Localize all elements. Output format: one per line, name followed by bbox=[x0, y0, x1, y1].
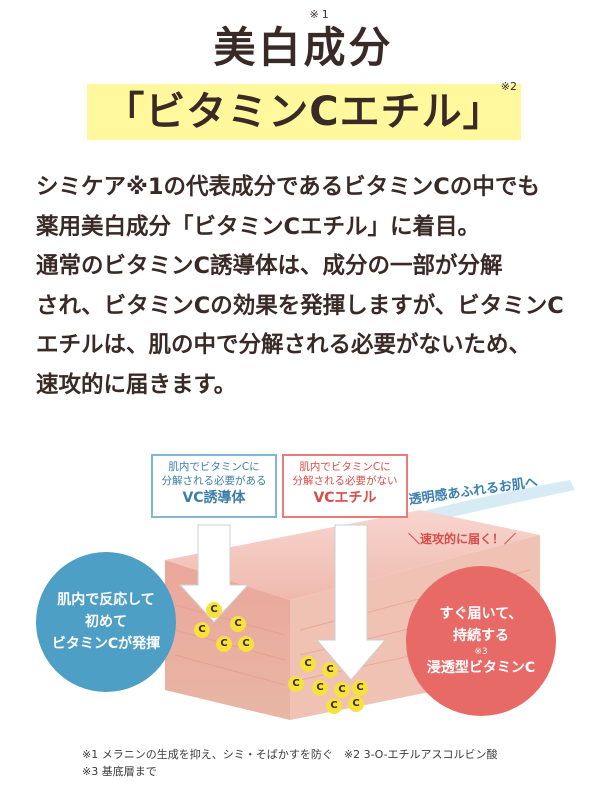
body-text: シミケア※1の代表成分であるビタミンCの中でも 薬用美白成分「ビタミンCエチル」… bbox=[36, 168, 581, 405]
label-vc-derivative: 肌内でビタミンCに 分解される必要がある VC誘導体 bbox=[151, 454, 277, 518]
arrow-left bbox=[178, 524, 250, 623]
vitamin-c-particle: C bbox=[288, 676, 304, 692]
title-line2: 「ビタミンCエチル」 bbox=[104, 89, 504, 135]
title-block: 美白成分 ※1 bbox=[0, 8, 607, 75]
vitamin-c-particle: C bbox=[312, 680, 328, 696]
label-left-main: VC誘導体 bbox=[182, 490, 246, 506]
circle-left-line2: 初めて bbox=[85, 614, 127, 630]
circle-right-line3: 浸透型ビタミンC bbox=[426, 660, 536, 676]
footnotes: ※1 メラニンの生成を抑え、シミ・そばかすを防ぐ ※2 3-O-エチルアスコルビ… bbox=[82, 746, 498, 780]
vitamin-c-particle: C bbox=[348, 696, 364, 712]
label-right-line2: 分解される必要がない bbox=[292, 475, 398, 487]
circle-left-line1: 肌内で反応して bbox=[57, 592, 155, 608]
body-line: され、ビタミンCの効果を発揮しますが、ビタミンC bbox=[36, 292, 564, 319]
label-vc-ethyl: 肌内でビタミンCに 分解される必要がない VCエチル bbox=[282, 454, 408, 518]
vitamin-c-particle: C bbox=[194, 622, 210, 638]
footnote-line2: ※3 基底層まで bbox=[82, 765, 157, 778]
label-left-line2: 分解される必要がある bbox=[161, 475, 267, 487]
body-line: 薬用美白成分「ビタミンCエチル」に着目。 bbox=[36, 213, 481, 240]
body-line: エチルは、肌の中で分解される必要がないため、 bbox=[36, 332, 532, 358]
vitamin-c-particle: C bbox=[322, 662, 338, 678]
vitamin-c-particle: C bbox=[206, 602, 222, 618]
body-line: シミケア※1の代表成分であるビタミンCの中でも bbox=[36, 174, 540, 200]
circle-right-line2: 持続する bbox=[453, 628, 509, 644]
body-line: 速攻的に届きます。 bbox=[36, 371, 237, 398]
vitamin-c-particle: C bbox=[334, 682, 350, 698]
circle-left-line3: ビタミンCが発揮 bbox=[51, 636, 161, 652]
title-line1-text: 美白成分 bbox=[213, 23, 394, 72]
vitamin-c-particle: C bbox=[300, 656, 316, 672]
title-highlight: 「ビタミンCエチル」 ※2 bbox=[87, 80, 521, 140]
label-right-main: VCエチル bbox=[313, 490, 377, 506]
title-line1-note: ※1 bbox=[309, 8, 332, 21]
circle-ethyl-info: すぐ届いて、 持続する ※3 浸透型ビタミンC bbox=[406, 566, 556, 716]
footnote-line1: ※1 メラニンの生成を抑え、シミ・そばかすを防ぐ ※2 3-O-エチルアスコルビ… bbox=[82, 748, 498, 761]
title-line2-note: ※2 bbox=[500, 80, 517, 93]
arrow-right bbox=[315, 524, 387, 681]
skin-illustration: 肌内でビタミンCに 分解される必要がある VC誘導体 肌内でビタミンCに 分解さ… bbox=[30, 440, 580, 730]
vitamin-c-particle: C bbox=[230, 616, 246, 632]
circle-right-line1: すぐ届いて、 bbox=[439, 606, 523, 622]
vitamin-c-particle: C bbox=[238, 636, 254, 652]
circle-right-note: ※3 bbox=[474, 647, 488, 657]
label-right-line1: 肌内でビタミンCに bbox=[299, 461, 391, 473]
tagline-fast-delivery: ＼速攻的に届く！／ bbox=[408, 532, 517, 546]
vitamin-c-particle: C bbox=[216, 636, 232, 652]
body-line: 通常のビタミンC誘導体は、成分の一部が分解 bbox=[36, 253, 503, 279]
label-left-line1: 肌内でビタミンCに bbox=[168, 461, 260, 473]
title-line1: 美白成分 ※1 bbox=[213, 8, 394, 75]
vitamin-c-particle: C bbox=[326, 698, 342, 714]
circle-derivative-info: 肌内で反応して 初めて ビタミンCが発揮 bbox=[36, 552, 176, 692]
vitamin-c-particle: C bbox=[352, 680, 368, 696]
